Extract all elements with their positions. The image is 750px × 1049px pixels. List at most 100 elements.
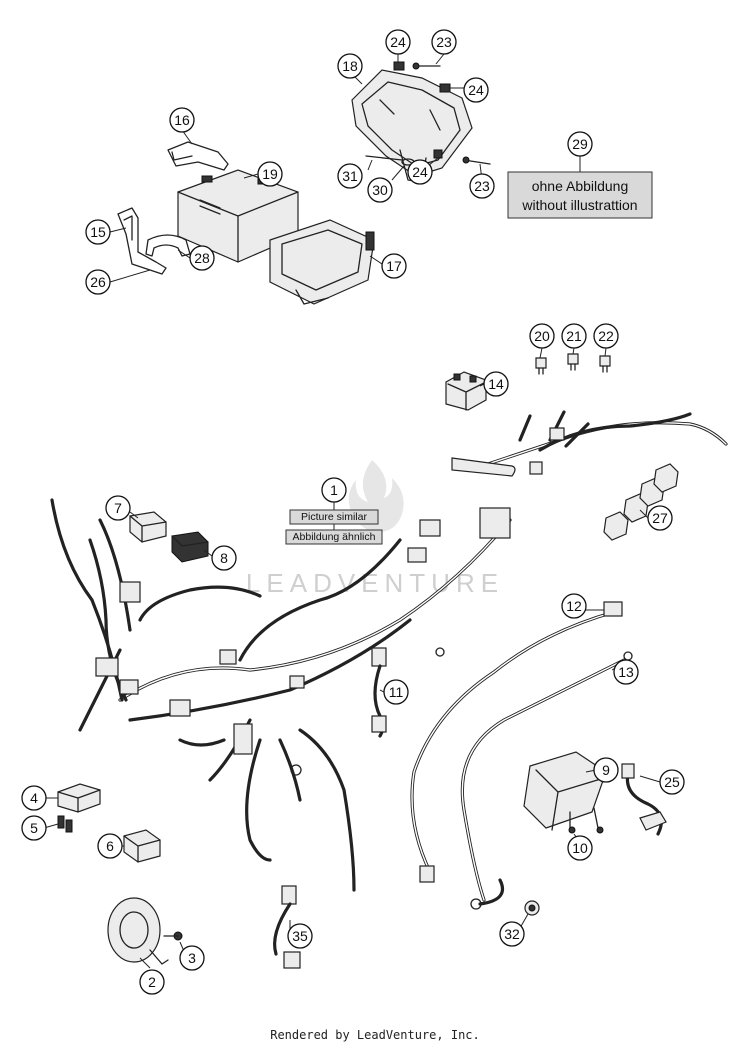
callout-6: 6 (97, 833, 123, 859)
svg-text:8: 8 (220, 550, 228, 566)
svg-text:20: 20 (534, 328, 550, 344)
callout-2: 2 (139, 969, 165, 995)
callout-14: 14 (483, 371, 509, 397)
svg-text:24: 24 (468, 82, 484, 98)
relay-7 (129, 511, 167, 543)
screws-5 (57, 815, 73, 833)
svg-text:23: 23 (436, 34, 452, 50)
callout-22: 22 (593, 323, 619, 349)
svg-text:22: 22 (598, 328, 614, 344)
callout-32: 32 (499, 921, 525, 947)
svg-text:2: 2 (148, 974, 156, 990)
callout-21: 21 (561, 323, 587, 349)
callout-25: 25 (659, 769, 685, 795)
svg-text:11: 11 (389, 684, 404, 700)
svg-text:13: 13 (618, 664, 634, 680)
callout-13: 13 (613, 659, 639, 685)
battery-holder-17 (269, 219, 375, 305)
leader-lines (43, 53, 661, 969)
svg-text:5: 5 (30, 820, 38, 836)
svg-text:1: 1 (330, 482, 338, 498)
svg-text:19: 19 (262, 166, 278, 182)
callout-15: 15 (85, 219, 111, 245)
svg-text:28: 28 (194, 250, 210, 266)
svg-text:12: 12 (566, 598, 582, 614)
svg-text:16: 16 (174, 112, 190, 128)
svg-text:24: 24 (412, 164, 428, 180)
sensor-25 (621, 763, 667, 836)
callout-30: 30 (367, 177, 393, 203)
starter-relay-14 (445, 371, 487, 411)
svg-text:15: 15 (90, 224, 106, 240)
callout-24-top: 24 (385, 29, 411, 55)
callout-9: 9 (593, 757, 619, 783)
callout-23-bottom: 23 (469, 173, 495, 199)
strap-28 (145, 234, 191, 257)
svg-text:23: 23 (474, 178, 490, 194)
bracket-4 (57, 783, 101, 813)
note-line-1: ohne Abbildung (532, 178, 629, 194)
picture-similar-de: Abbildung ähnlich (293, 531, 376, 543)
relays-27 (603, 463, 679, 541)
svg-text:4: 4 (30, 790, 38, 806)
callout-35: 35 (287, 923, 313, 949)
callout-18: 18 (337, 53, 363, 79)
callout-20: 20 (529, 323, 555, 349)
svg-text:31: 31 (342, 168, 358, 184)
voltage-regulator-9 (523, 751, 607, 831)
svg-text:3: 3 (188, 950, 196, 966)
svg-text:25: 25 (664, 774, 680, 790)
screws-23 (412, 62, 491, 165)
adapter-cable-35 (273, 885, 301, 969)
note-line-2: without illustrattion (521, 197, 637, 213)
callout-4: 4 (21, 785, 47, 811)
svg-text:35: 35 (292, 928, 308, 944)
callout-23-top: 23 (431, 29, 457, 55)
callout-8: 8 (211, 545, 237, 571)
svg-text:26: 26 (90, 274, 106, 290)
relay-6 (123, 829, 161, 863)
fuse-22 (599, 355, 611, 373)
callout-26: 26 (85, 269, 111, 295)
callout-27: 27 (647, 505, 673, 531)
svg-text:30: 30 (372, 182, 388, 198)
svg-text:29: 29 (572, 136, 588, 152)
callout-16: 16 (169, 107, 195, 133)
svg-text:10: 10 (572, 840, 588, 856)
screw-3 (163, 931, 183, 941)
picture-similar-en: Picture similar (301, 511, 367, 523)
callout-29: 29 (567, 131, 593, 157)
watermark-text: LEADVENTURE (246, 568, 504, 598)
svg-text:9: 9 (602, 762, 610, 778)
svg-text:24: 24 (390, 34, 406, 50)
callout-24-bottom: 24 (407, 159, 433, 185)
callout-28: 28 (189, 245, 215, 271)
fuse-20 (535, 357, 547, 375)
cable-12 (410, 601, 623, 883)
svg-text:14: 14 (488, 376, 504, 392)
callout-1: 1 (321, 477, 347, 503)
callout-7: 7 (105, 495, 131, 521)
svg-text:32: 32 (504, 926, 520, 942)
horn-2 (107, 897, 169, 965)
note-not-shown: ohne Abbildung without illustrattion (507, 171, 653, 219)
cable-13 (460, 651, 633, 910)
bracket-15 (117, 207, 167, 275)
callout-10: 10 (567, 835, 593, 861)
relay-8 (171, 531, 209, 563)
adapter-cable-11 (371, 647, 387, 738)
svg-text:17: 17 (386, 258, 402, 274)
picture-similar-label: Picture similar Abbildung ähnlich (285, 509, 383, 545)
main-wiring-harness-1 (50, 410, 728, 892)
battery-bracket-16 (167, 141, 229, 171)
watermark: LEADVENTURE (246, 460, 504, 598)
callout-3: 3 (179, 945, 205, 971)
fuse-21 (567, 353, 579, 371)
callout-31: 31 (337, 163, 363, 189)
callout-12: 12 (561, 593, 587, 619)
svg-text:6: 6 (106, 838, 114, 854)
screw-32 (524, 900, 540, 916)
callout-11: 11 (383, 679, 409, 705)
callout-24-right: 24 (463, 77, 489, 103)
